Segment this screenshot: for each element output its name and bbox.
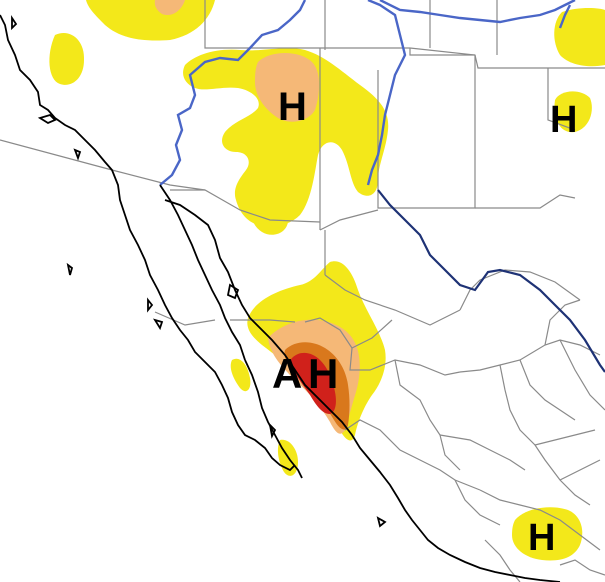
yellow-region-northwest [86, 0, 215, 41]
yellow-region-arizona [183, 48, 389, 227]
anticyclone-label-sonora: A [272, 350, 302, 397]
yellow-region-northeast [554, 8, 605, 67]
tan-region-arizona [254, 53, 320, 122]
river-light-4 [558, 4, 572, 29]
yellow-region-east [554, 91, 592, 133]
river-dark [377, 189, 605, 373]
yellow-region-mexico-south [512, 507, 583, 561]
river-light [159, 0, 307, 186]
yellow-region-arizona-south [251, 203, 289, 235]
coastlines [0, 14, 561, 582]
red-region-sonora [290, 352, 336, 414]
pressure-labels: H H A H H [272, 85, 577, 559]
high-pressure-label-arizona: H [278, 85, 307, 129]
yellow-region-west-coast [49, 32, 85, 85]
shaded-regions [49, 0, 605, 561]
tan-region-northwest [154, 0, 185, 16]
yellow-region-baja [230, 358, 251, 392]
high-pressure-label-east: H [550, 99, 577, 141]
high-pressure-label-sonora: H [308, 350, 338, 397]
river-light-2 [366, 0, 407, 186]
river-light-3 [379, 0, 576, 24]
rivers [159, 0, 605, 373]
high-pressure-label-mexico-south: H [528, 517, 555, 559]
